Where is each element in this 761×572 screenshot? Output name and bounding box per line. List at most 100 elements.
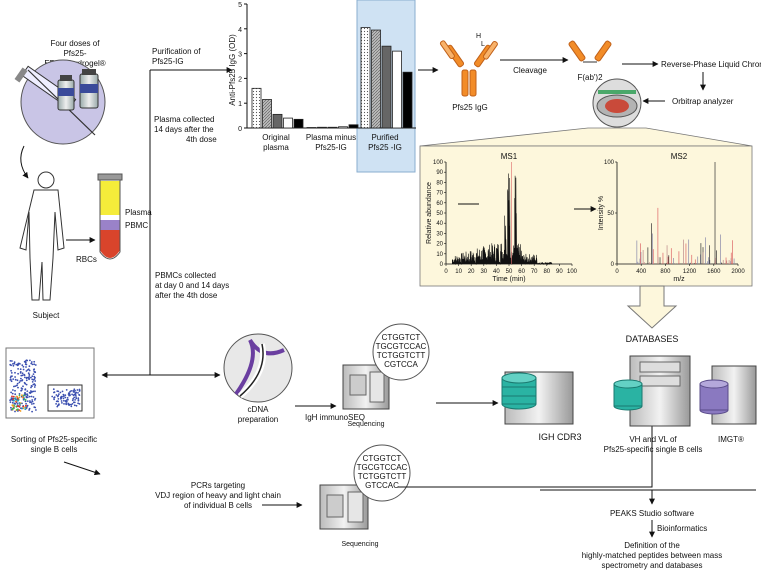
facs-event bbox=[20, 377, 22, 380]
chart-ytick-label: 3 bbox=[238, 52, 242, 59]
ms2-xtick-label: 400 bbox=[636, 269, 647, 275]
facs-event bbox=[14, 371, 16, 374]
arrow-sorting-pcr bbox=[63, 461, 101, 476]
ms1-ytick-label: 40 bbox=[436, 221, 443, 227]
seq2-label: Sequencing bbox=[342, 541, 379, 548]
facs-event bbox=[33, 386, 36, 388]
facs-event bbox=[15, 363, 18, 366]
facs-event bbox=[13, 361, 16, 364]
facs-event bbox=[12, 405, 15, 408]
facs-event bbox=[12, 398, 15, 401]
facs-event bbox=[23, 381, 26, 384]
facs-event bbox=[33, 399, 36, 401]
facs-event bbox=[10, 380, 13, 383]
facs-event bbox=[33, 363, 36, 366]
facs-event bbox=[77, 399, 80, 402]
definition-line1: Definition of the bbox=[624, 541, 680, 550]
facs-event bbox=[15, 395, 18, 398]
peaks-label: PEAKS Studio software bbox=[610, 509, 695, 518]
chart-ytick-label: 0 bbox=[238, 126, 242, 133]
pcr-line3: of individual B cells bbox=[184, 501, 252, 510]
facs-event bbox=[18, 381, 21, 384]
facs-event bbox=[12, 395, 15, 398]
facs-event bbox=[28, 365, 31, 368]
facs-event bbox=[25, 404, 27, 407]
facs-event bbox=[16, 405, 19, 408]
facs-event bbox=[30, 361, 33, 363]
facs-event bbox=[9, 363, 12, 366]
db-vhvl-line2: Pfs25-specific single B cells bbox=[604, 445, 703, 454]
facs-event bbox=[64, 396, 67, 399]
facs-event bbox=[53, 391, 55, 394]
ms-panel bbox=[419, 145, 753, 287]
plasma-step-3: 4th dose bbox=[186, 135, 217, 144]
facs-event bbox=[25, 383, 28, 386]
chart-category-label: plasma bbox=[263, 143, 289, 152]
chart-ytick-label: 4 bbox=[238, 27, 242, 34]
chart-bar bbox=[262, 99, 272, 129]
fab2-fragment-icon bbox=[568, 40, 612, 63]
dna-sequence-bubble bbox=[372, 323, 430, 381]
facs-event bbox=[32, 390, 35, 393]
chart-bar bbox=[402, 71, 413, 129]
ms1-trace bbox=[452, 173, 553, 266]
facs-event bbox=[58, 403, 60, 405]
igg-h-label: H bbox=[476, 33, 481, 40]
facs-event bbox=[30, 362, 33, 365]
ms1-title: MS1 bbox=[501, 152, 518, 161]
facs-event bbox=[21, 379, 24, 381]
facs-event bbox=[34, 380, 37, 382]
facs-event bbox=[75, 404, 78, 407]
ms2-ytick-label: 50 bbox=[607, 211, 614, 217]
facs-event bbox=[73, 404, 76, 407]
facs-event bbox=[20, 389, 22, 392]
ms1-xtick-label: 20 bbox=[468, 269, 475, 275]
cdna-line1: cDNA bbox=[248, 405, 270, 414]
facs-event bbox=[71, 393, 73, 396]
purif-label-2: Pfs25-IG bbox=[152, 57, 184, 66]
facs-event bbox=[74, 399, 76, 401]
chart-ylabel: Anti-Pfs25 IgG (OD) bbox=[228, 34, 237, 106]
ms1-ytick-label: 80 bbox=[436, 180, 443, 186]
chart-ytick-label: 2 bbox=[238, 76, 242, 83]
facs-event bbox=[22, 368, 25, 371]
facs-event bbox=[12, 364, 15, 367]
bioinformatics-label: Bioinformatics bbox=[657, 524, 707, 533]
ms1-ytick-label: 60 bbox=[436, 201, 443, 207]
facs-event bbox=[65, 403, 68, 406]
facs-event bbox=[24, 388, 27, 391]
facs-event bbox=[11, 392, 14, 395]
vaccine-line1: Four doses of bbox=[51, 39, 101, 48]
facs-event bbox=[34, 390, 36, 393]
facs-event bbox=[15, 399, 18, 401]
chart-bar bbox=[327, 126, 338, 129]
facs-event bbox=[21, 388, 24, 390]
chart-category-label: Pfs25 -IG bbox=[368, 143, 402, 152]
tube-pbmc-label: PBMC bbox=[125, 221, 148, 230]
facs-event bbox=[18, 393, 21, 395]
facs-event bbox=[72, 397, 75, 400]
facs-event bbox=[61, 390, 64, 393]
chart-bar bbox=[381, 45, 392, 129]
facs-event bbox=[72, 394, 75, 397]
facs-event bbox=[19, 363, 21, 365]
facs-event bbox=[31, 363, 34, 366]
ms2-xtick-label: 800 bbox=[660, 269, 671, 275]
facs-event bbox=[68, 403, 71, 406]
facs-event bbox=[18, 396, 21, 399]
chart-bar bbox=[272, 113, 283, 129]
facs-event bbox=[17, 362, 20, 365]
facs-event bbox=[11, 375, 13, 377]
facs-event bbox=[71, 403, 74, 405]
ms1-xtick-label: 70 bbox=[531, 269, 538, 275]
facs-event bbox=[19, 380, 22, 382]
immunoseq-label: IgH immunoSEQ bbox=[305, 413, 365, 422]
facs-event bbox=[13, 399, 15, 402]
facs-event bbox=[14, 389, 16, 392]
facs-event bbox=[18, 405, 21, 408]
facs-event bbox=[28, 391, 31, 394]
dna-sequence-text: CTGGTCT bbox=[382, 333, 421, 342]
pbmc-step-3: after the 4th dose bbox=[155, 291, 218, 300]
pbmc-step-1: PBMCs collected bbox=[155, 271, 216, 280]
